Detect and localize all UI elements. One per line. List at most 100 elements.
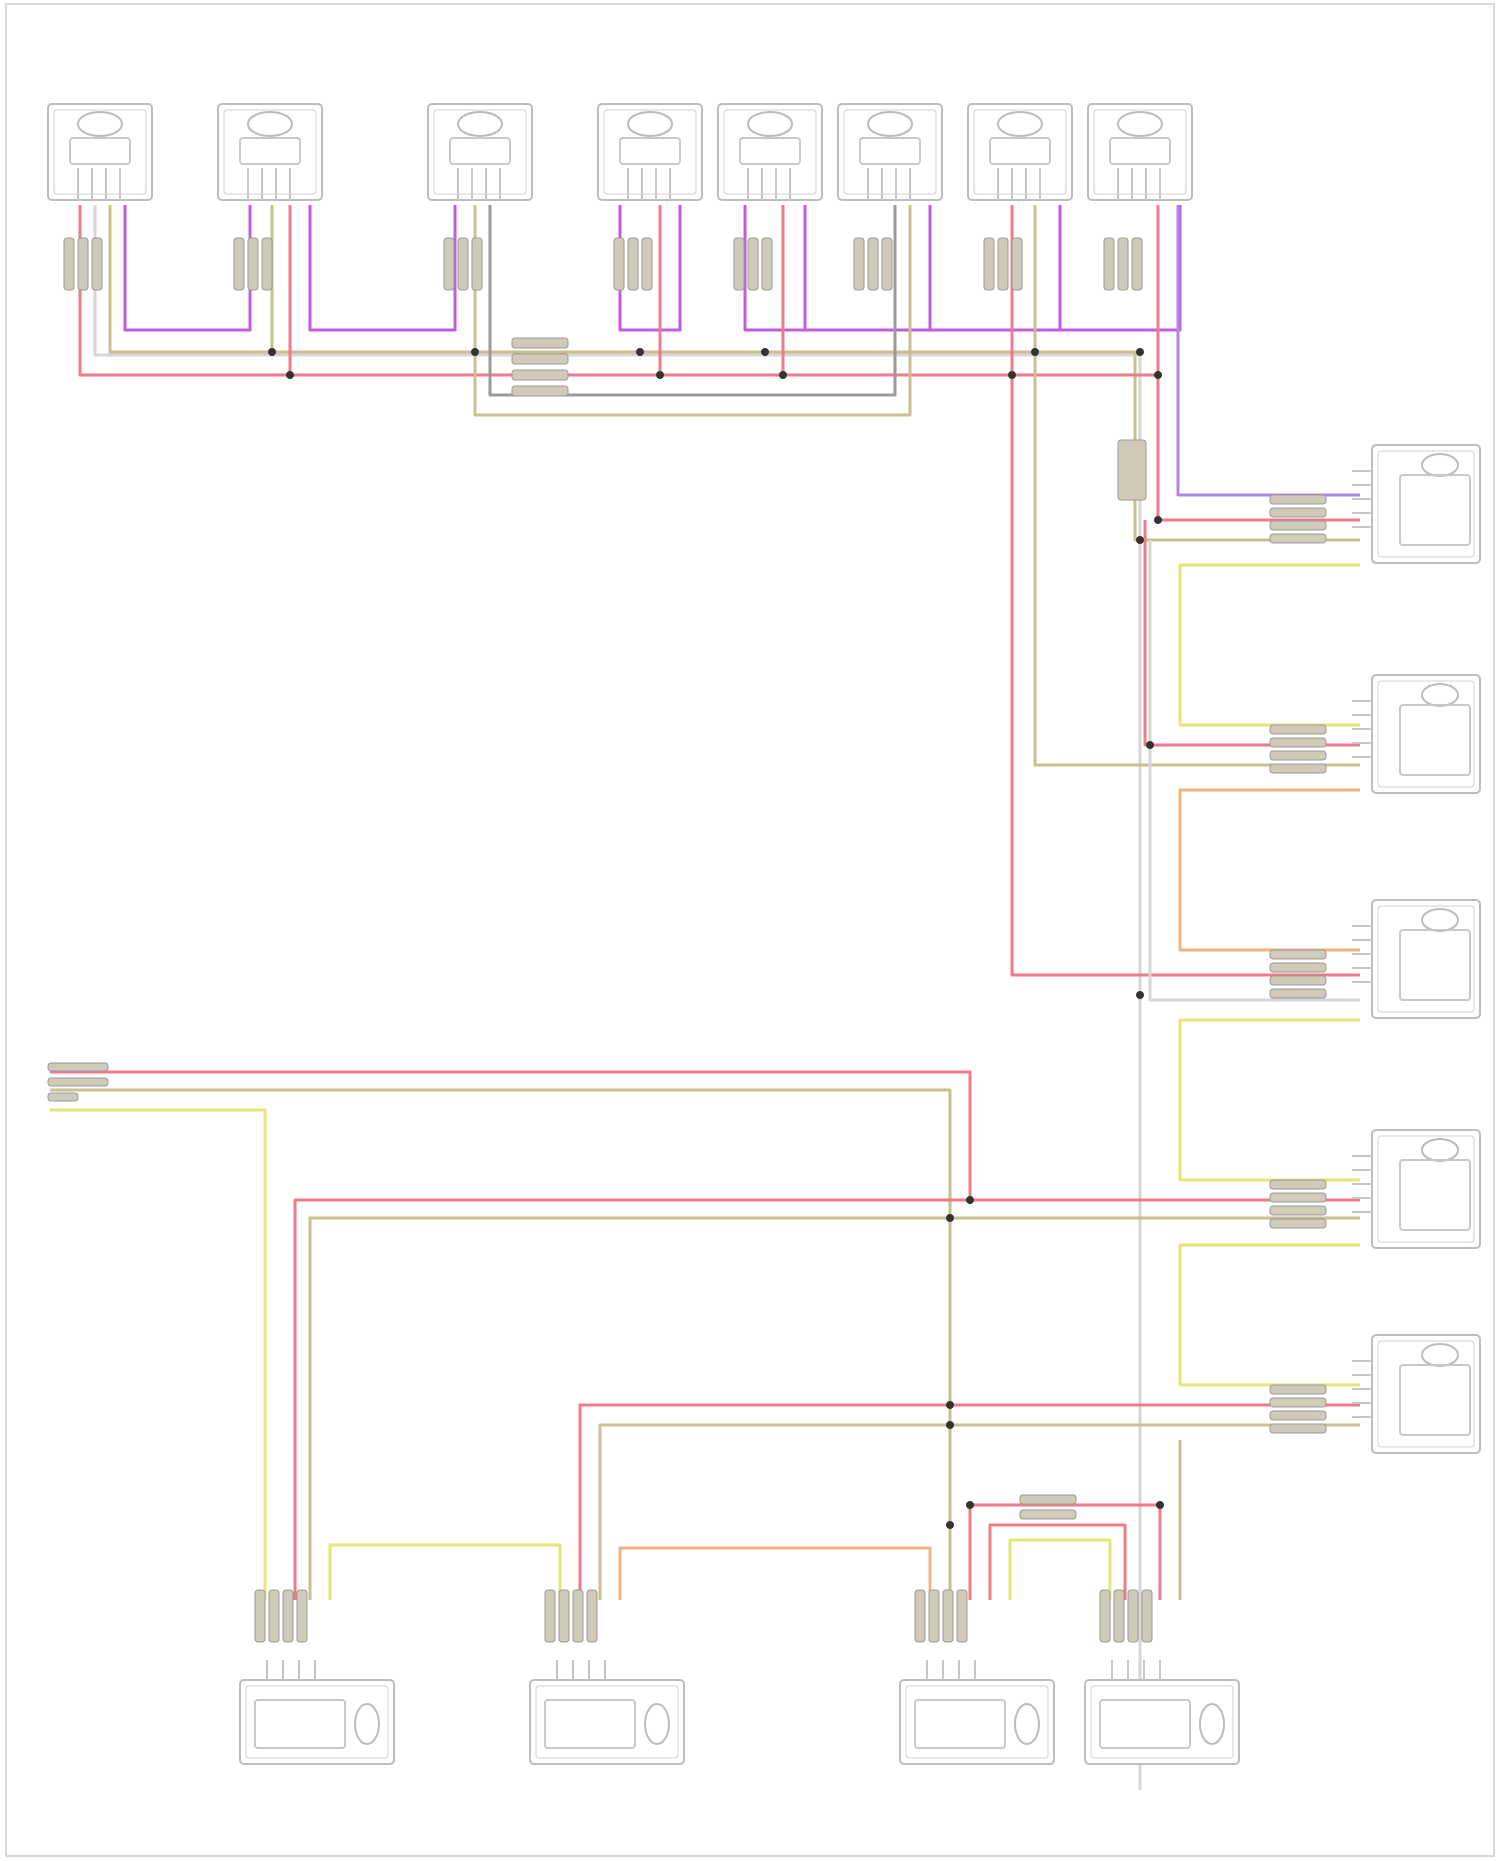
- wire-tan: [1035, 205, 1360, 765]
- connector-pin: [1270, 976, 1326, 985]
- splice-point: [1154, 371, 1162, 379]
- splice-point: [946, 1421, 954, 1429]
- splice-point: [1136, 536, 1144, 544]
- connector: [444, 238, 482, 290]
- top-motor-8: [1088, 104, 1192, 200]
- connector-pin: [1012, 238, 1022, 290]
- connector-pin: [1020, 1510, 1076, 1519]
- connector-pin: [472, 238, 482, 290]
- motor-housing: [718, 104, 822, 200]
- connector-pin: [1270, 989, 1326, 998]
- top-motor-6: [838, 104, 942, 200]
- splice-point: [1008, 371, 1016, 379]
- connector: [1270, 725, 1326, 773]
- connector-pin: [262, 238, 272, 290]
- connector-pin: [1270, 1424, 1326, 1433]
- connector-pin: [868, 238, 878, 290]
- bottom-motor-4: [1085, 1660, 1239, 1764]
- splice-point: [1154, 516, 1162, 524]
- connector: [1104, 238, 1142, 290]
- connector-pin: [512, 338, 568, 348]
- splice-point: [286, 371, 294, 379]
- connector-pin: [1270, 963, 1326, 972]
- bottom-motor-1: [240, 1660, 394, 1764]
- motor-housing: [1088, 104, 1192, 200]
- splice-point: [1146, 741, 1154, 749]
- top-motor-5: [718, 104, 822, 200]
- wire-yellow: [1180, 1245, 1360, 1385]
- connector: [984, 238, 1022, 290]
- connector-pin: [642, 238, 652, 290]
- splice-point: [946, 1401, 954, 1409]
- connector-pin: [1270, 764, 1326, 773]
- connector-pin: [559, 1590, 569, 1642]
- connector: [854, 238, 892, 290]
- connector-pin: [984, 238, 994, 290]
- connector: [1270, 1180, 1326, 1228]
- connector-pin: [1270, 751, 1326, 760]
- connector-pin: [1118, 440, 1146, 500]
- connector-pin: [1132, 238, 1142, 290]
- splice-point: [966, 1501, 974, 1509]
- connector: [734, 238, 772, 290]
- connector-pin: [48, 1063, 108, 1071]
- connector-pin: [297, 1590, 307, 1642]
- right-motor-4: [1352, 1130, 1480, 1248]
- splice-point: [656, 371, 664, 379]
- connector-pin: [458, 238, 468, 290]
- motor-housing: [428, 104, 532, 200]
- connector-pin: [92, 238, 102, 290]
- connector-pin: [444, 238, 454, 290]
- right-motor-1: [1352, 445, 1480, 563]
- connector-pin: [854, 238, 864, 290]
- connector-pin: [882, 238, 892, 290]
- connector-pin: [1118, 238, 1128, 290]
- motor-housing: [218, 104, 322, 200]
- motor-housing: [968, 104, 1072, 200]
- connector-pin: [1270, 1411, 1326, 1420]
- motor-housing: [598, 104, 702, 200]
- wire-red: [295, 1200, 1360, 1600]
- wire-tan: [475, 205, 910, 415]
- splice-point: [779, 371, 787, 379]
- connector-pin: [48, 1078, 108, 1086]
- connector-pin: [64, 238, 74, 290]
- connector-pin: [248, 238, 258, 290]
- splice-point: [471, 348, 479, 356]
- top-motor-4: [598, 104, 702, 200]
- connector-pin: [1114, 1590, 1124, 1642]
- wire-gray: [490, 205, 895, 395]
- connector: [915, 1590, 967, 1642]
- splice-point: [1136, 991, 1144, 999]
- connector-pin: [998, 238, 1008, 290]
- connector: [614, 238, 652, 290]
- wire-yellow: [1180, 1020, 1360, 1180]
- splice-point: [946, 1521, 954, 1529]
- motor-housing: [48, 104, 152, 200]
- connector-pin: [573, 1590, 583, 1642]
- motor-housing: [900, 1680, 1054, 1764]
- connector-pin: [269, 1590, 279, 1642]
- motor-housing: [240, 1680, 394, 1764]
- connector-pin: [1104, 238, 1114, 290]
- wire-violet: [125, 205, 250, 330]
- wire-orange: [1180, 790, 1360, 950]
- wire-red: [1012, 205, 1360, 975]
- connector-pin: [255, 1590, 265, 1642]
- connector-pin: [1270, 1398, 1326, 1407]
- connector-pin: [1270, 1219, 1326, 1228]
- connector-pin: [1142, 1590, 1152, 1642]
- connector-pin: [1270, 1193, 1326, 1202]
- motor-housing: [838, 104, 942, 200]
- connector-pin: [78, 238, 88, 290]
- bottom-motor-3: [900, 1660, 1054, 1764]
- connector-pin: [1020, 1495, 1076, 1504]
- splice-point: [946, 1214, 954, 1222]
- wire-red: [1145, 520, 1360, 745]
- wire-layer: [50, 205, 1360, 1790]
- connector: [234, 238, 272, 290]
- wire-violet: [1178, 205, 1360, 495]
- connector-pin: [915, 1590, 925, 1642]
- wire-violet: [930, 205, 1060, 330]
